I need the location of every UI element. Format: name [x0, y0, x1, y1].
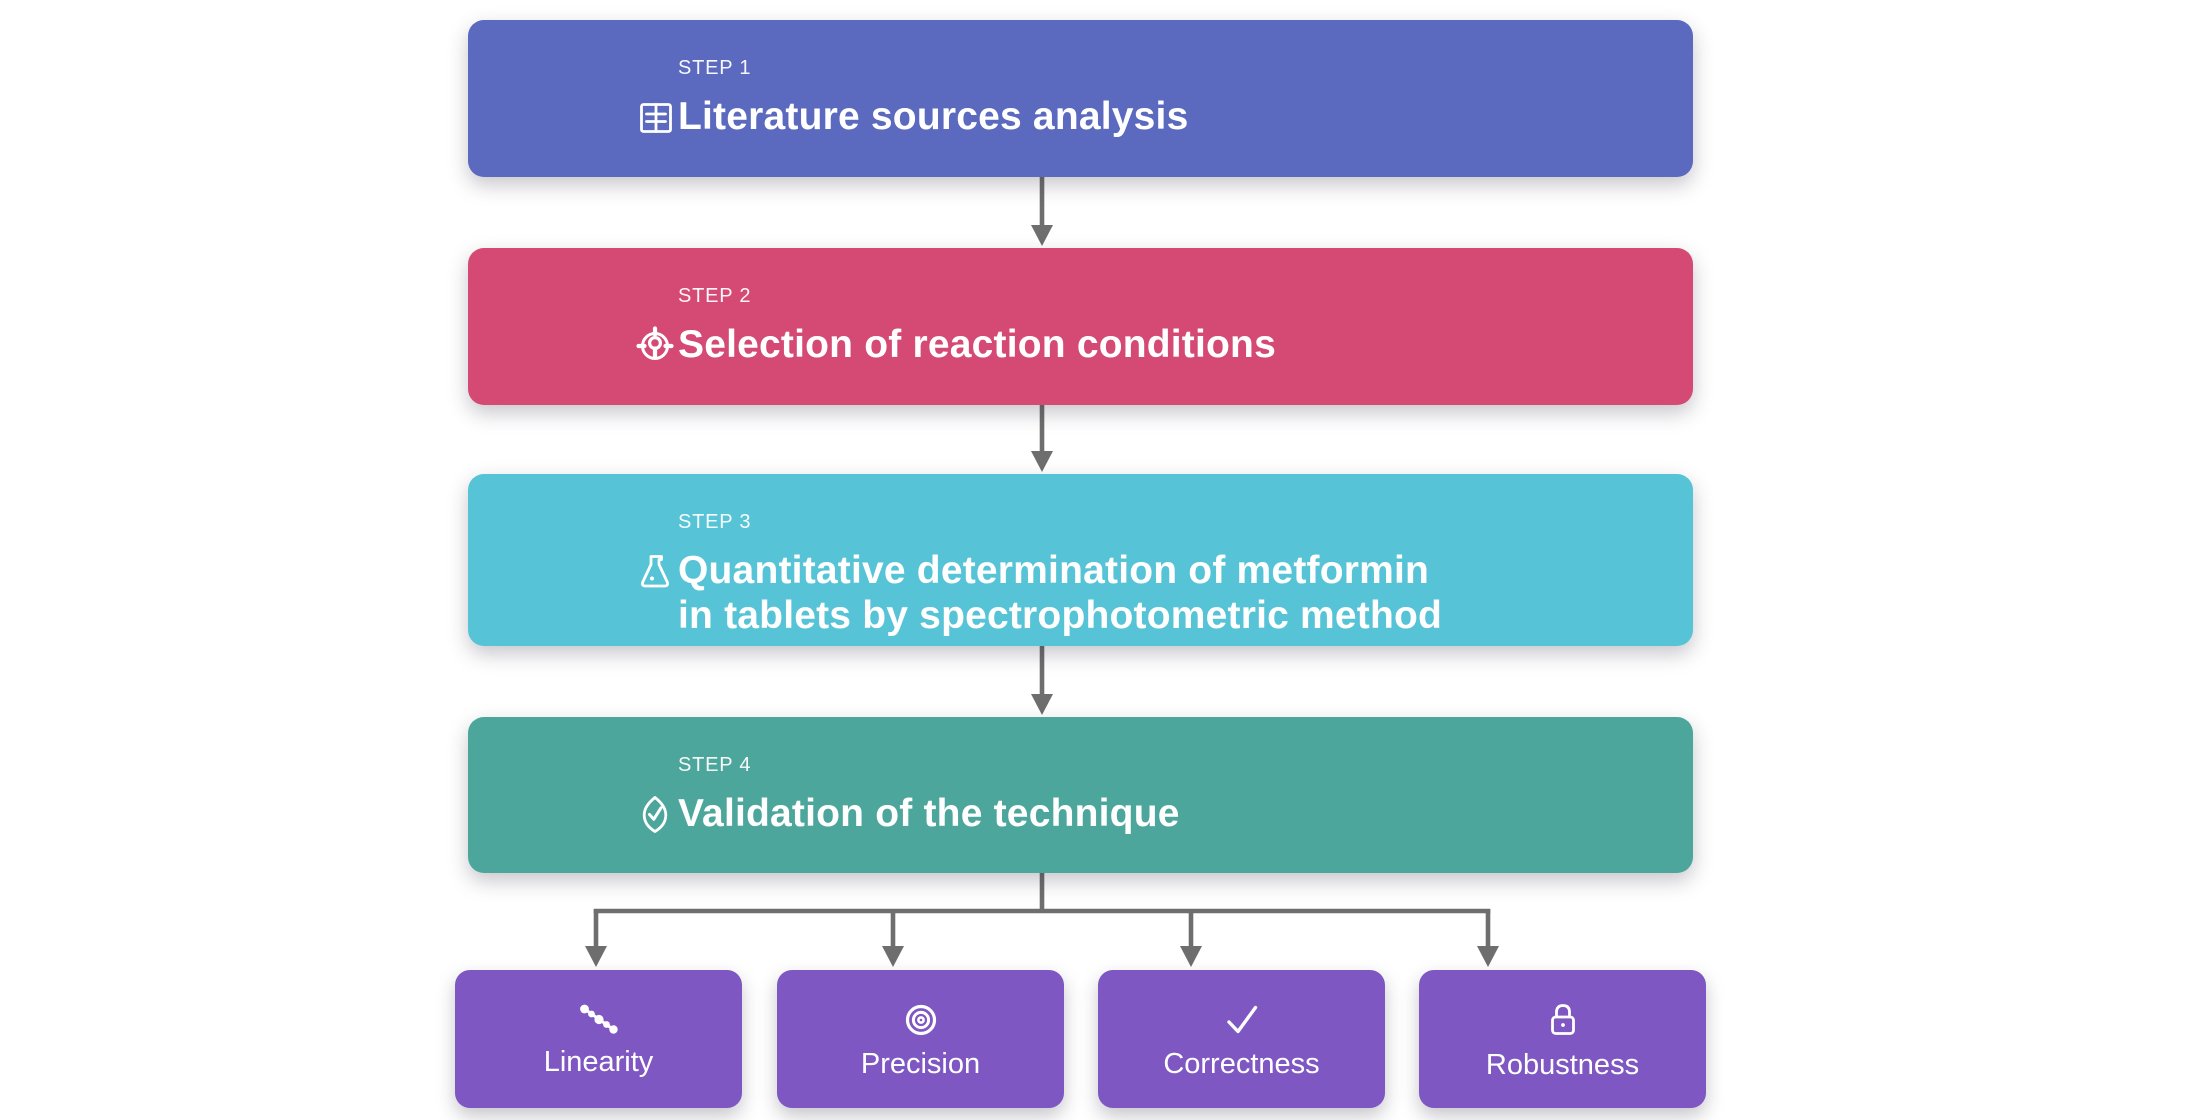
lock-icon	[1541, 998, 1585, 1042]
step-card-3: STEP 3 Quantitative determination of met…	[468, 474, 1693, 646]
step-4-label: STEP 4	[678, 754, 752, 776]
connector-arrowheads	[585, 225, 1499, 967]
validation-label: Precision	[860, 1047, 981, 1080]
validation-card-precision: Precision	[777, 970, 1064, 1108]
concentric-target-icon	[900, 999, 942, 1041]
scatter-trend-icon	[576, 1001, 622, 1039]
checkmark-icon	[1219, 999, 1265, 1041]
ledger-icon	[635, 97, 678, 139]
validation-card-robustness: Robustness	[1419, 970, 1706, 1108]
step-3-label: STEP 3	[678, 511, 752, 533]
validation-card-linearity: Linearity	[455, 970, 742, 1108]
step-1-title: Literature sources analysis	[678, 95, 1189, 138]
step-3-title: Quantitative determination of metformin …	[678, 549, 1443, 637]
step-2-label: STEP 2	[678, 285, 752, 307]
connector-lines	[593, 177, 1491, 948]
step-card-4: STEP 4 Validation of the technique	[468, 717, 1693, 873]
validation-card-correctness: Correctness	[1098, 970, 1385, 1108]
shield-check-icon	[635, 794, 678, 836]
validation-label: Correctness	[1163, 1047, 1320, 1080]
validation-label: Linearity	[543, 1045, 654, 1078]
step-card-2: STEP 2 Selection of reaction conditions	[468, 248, 1693, 405]
step-card-1: STEP 1 Literature sources analysis	[468, 20, 1693, 177]
flask-icon	[635, 551, 678, 638]
validation-label: Robustness	[1485, 1048, 1640, 1081]
target-pin-icon	[635, 325, 678, 367]
step-1-label: STEP 1	[678, 57, 752, 79]
step-4-title: Validation of the technique	[678, 792, 1180, 835]
step-2-title: Selection of reaction conditions	[678, 323, 1276, 366]
